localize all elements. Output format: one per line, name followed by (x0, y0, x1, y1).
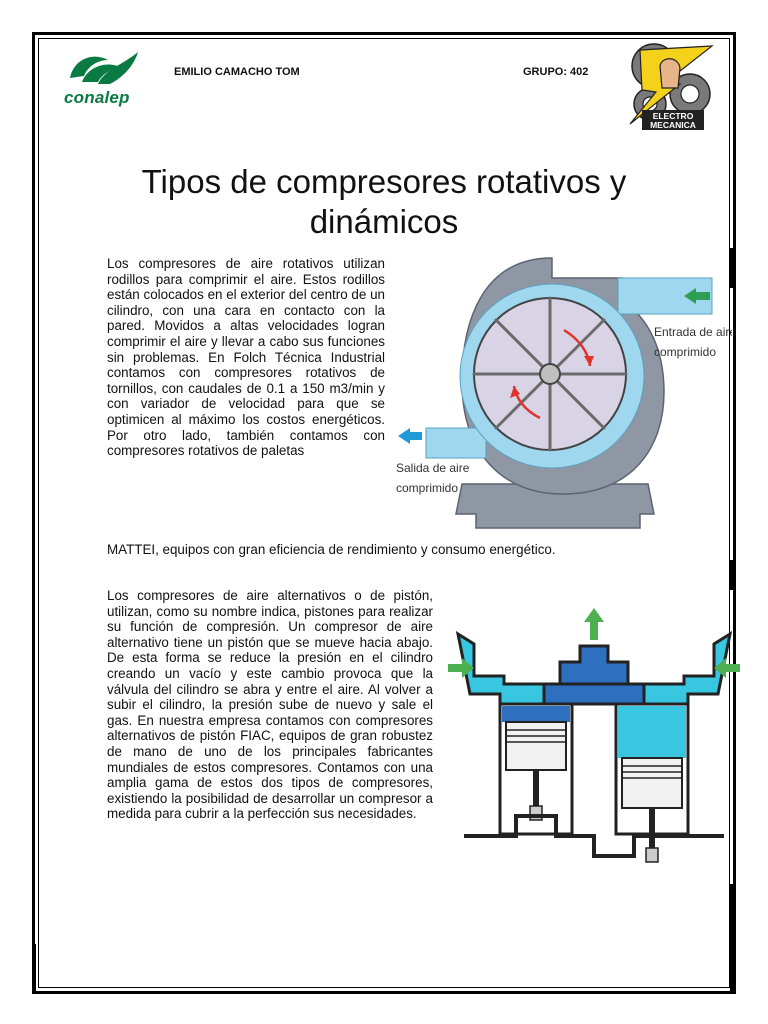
rotary-compressor-diagram: Entrada de aire comprimido Salida de air… (396, 257, 732, 529)
conalep-logo (70, 52, 138, 84)
page-title: Tipos de compresores rotativos y dinámic… (100, 162, 668, 242)
group-label: GRUPO: 402 (523, 66, 589, 78)
page-border-inner (38, 38, 730, 988)
rotary-compressor-paragraph-tail: MATTEI, equipos con gran eficiencia de r… (107, 542, 556, 557)
inlet-label-line2: comprimido (654, 345, 716, 359)
reciprocating-compressor-diagram (448, 608, 740, 863)
page-edge-mark (730, 248, 734, 288)
page-edge-mark (730, 884, 734, 994)
page-edge-mark (32, 944, 36, 994)
page-title-line1: Tipos de compresores rotativos y (141, 163, 627, 200)
badge-text-electro: ELECTRO (653, 111, 694, 121)
rotary-compressor-paragraph: Los compresores de aire rotativos utiliz… (107, 256, 385, 459)
outlet-label-line2: comprimido (396, 481, 458, 495)
page-border-outer (32, 32, 736, 994)
outlet-label-line1: Salida de aire (396, 461, 470, 475)
badge-text-mecanica: MECANICA (650, 120, 696, 130)
inlet-label-line1: Entrada de aire (654, 325, 732, 339)
electromecanica-logo: ELECTRO MECANICA (629, 43, 714, 130)
student-name: EMILIO CAMACHO TOM (174, 66, 300, 78)
page-edge-mark (730, 560, 734, 590)
reciprocating-compressor-paragraph: Los compresores de aire alternativos o d… (107, 588, 433, 822)
page-title-line2: dinámicos (309, 203, 459, 240)
conalep-logo-text: conalep (64, 88, 130, 107)
